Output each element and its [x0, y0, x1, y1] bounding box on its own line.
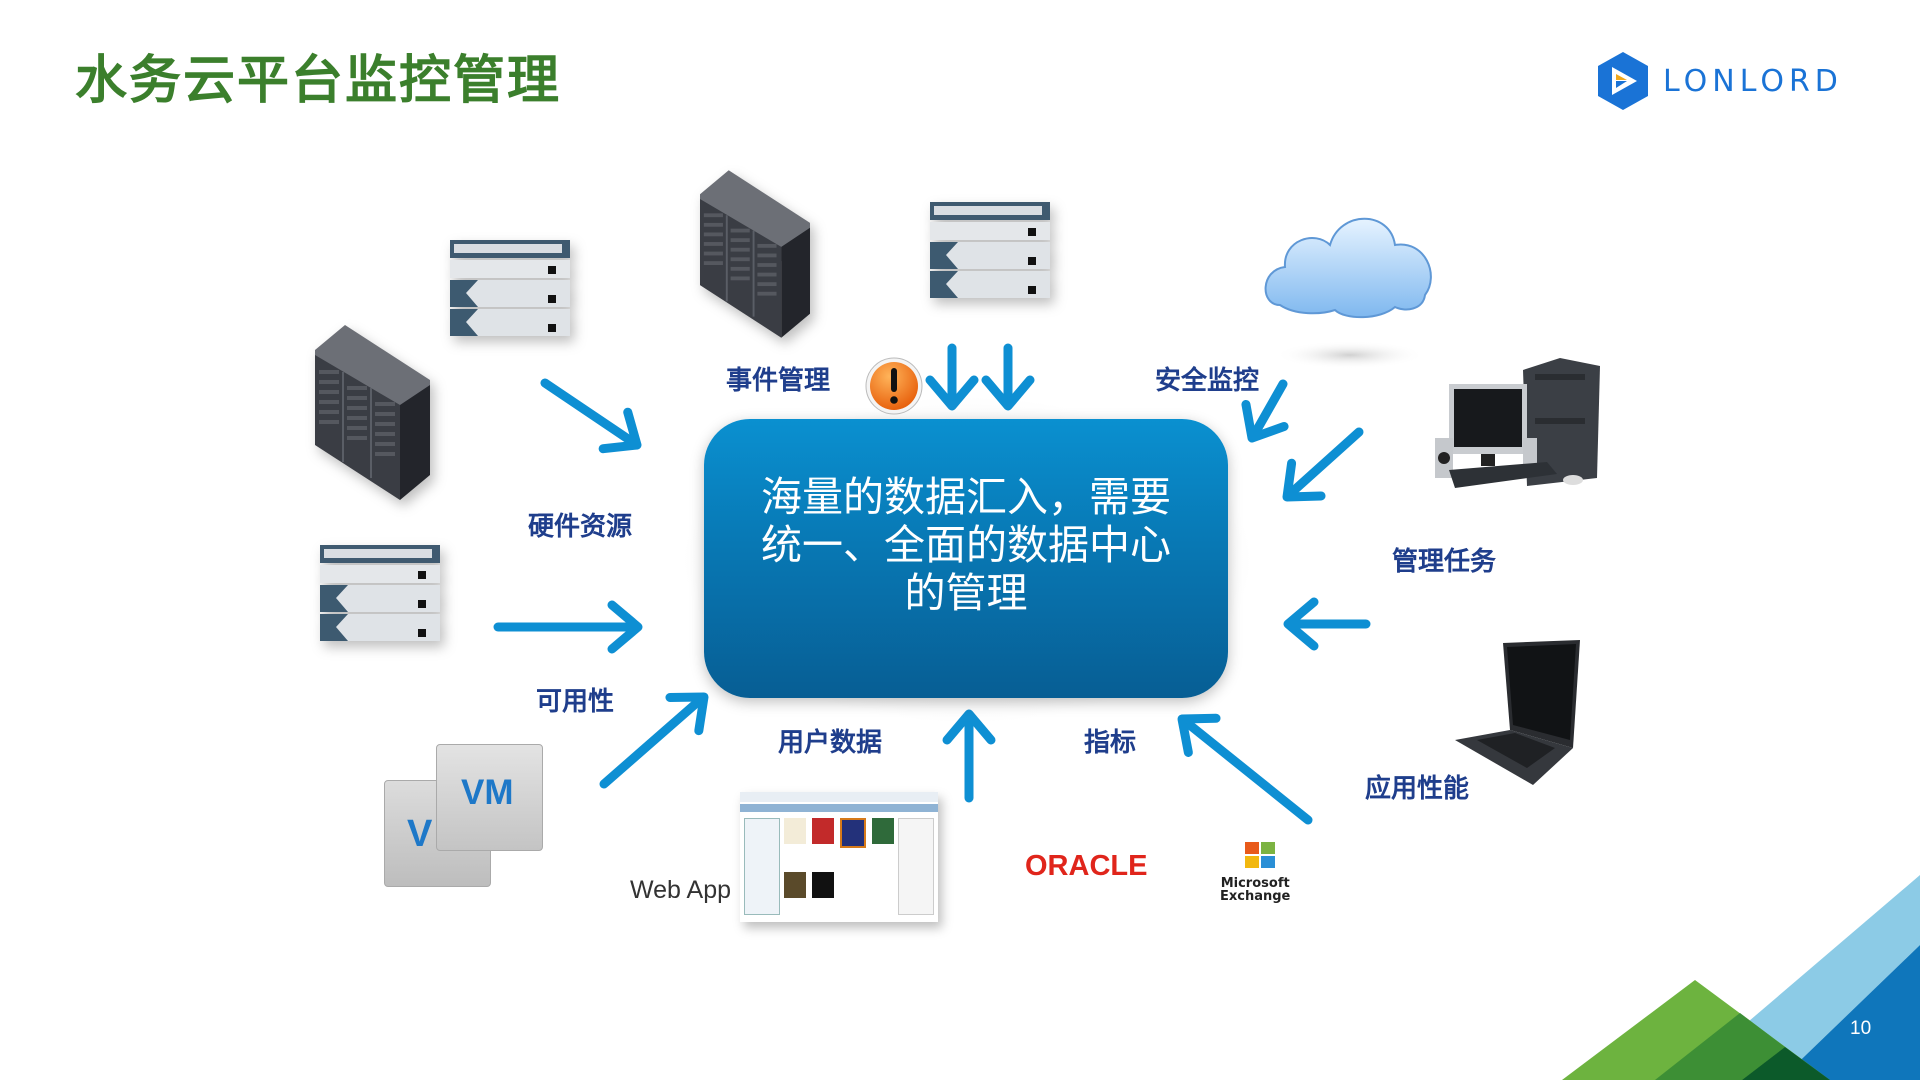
- arrow-event-1: [930, 343, 974, 406]
- exchange-logo-text: Microsoft Exchange: [1220, 877, 1290, 903]
- microsoft-office-icon: [1245, 842, 1275, 868]
- cloud-icon: [1264, 217, 1432, 369]
- desktop-computer-icon: [1435, 358, 1600, 488]
- arrow-hardware: [540, 378, 649, 463]
- router-stack-icon: [450, 240, 570, 336]
- arrow-event-2: [986, 343, 1030, 406]
- vm-front-text: VM: [461, 773, 514, 812]
- label-metrics: 指标: [1084, 728, 1137, 758]
- center-line-3: 的管理: [904, 568, 1028, 617]
- label-hardware-resources: 硬件资源: [528, 512, 633, 542]
- server-rack-icon: [700, 170, 810, 338]
- slide-title: 水务云平台监控管理: [75, 51, 562, 111]
- exchange-line-2: Exchange: [1220, 889, 1291, 904]
- arrow-vm: [599, 680, 718, 789]
- corner-decoration: [1562, 875, 1920, 1080]
- center-line-2: 统一、全面的数据中心: [761, 520, 1171, 569]
- exchange-line-1: Microsoft: [1220, 876, 1290, 891]
- arrow-tasks-desktop: [1272, 427, 1364, 513]
- vm-back-text: V: [407, 813, 433, 855]
- router-stack-icon: [930, 202, 1050, 298]
- center-message: 海量的数据汇入，需要 统一、全面的数据中心 的管理: [756, 473, 1176, 617]
- arrow-availability: [493, 605, 638, 649]
- web-app-screenshot: [740, 792, 938, 922]
- label-security-monitoring: 安全监控: [1155, 366, 1260, 396]
- label-availability: 可用性: [536, 687, 615, 717]
- logo-text: LONLORD: [1663, 63, 1843, 99]
- arrow-app-perf: [1168, 702, 1313, 825]
- router-stack-icon: [320, 545, 440, 641]
- alert-icon: [865, 357, 923, 415]
- arrow-security: [1233, 379, 1284, 449]
- label-user-data: 用户数据: [778, 728, 883, 758]
- web-app-label: Web App: [630, 876, 732, 904]
- data-center-box: 海量的数据汇入，需要 统一、全面的数据中心 的管理: [704, 419, 1228, 698]
- vm-icon: VM: [436, 744, 543, 851]
- page-number: 10: [1850, 1018, 1872, 1039]
- oracle-logo: ORACLE: [1025, 850, 1148, 882]
- lonlord-hexagon-play-icon: [1598, 52, 1648, 110]
- arrow-tasks: [1288, 602, 1371, 646]
- laptop-icon: [1455, 640, 1580, 785]
- label-app-performance: 应用性能: [1365, 774, 1470, 804]
- server-rack-icon: [315, 325, 430, 500]
- label-event-management: 事件管理: [726, 366, 831, 396]
- arrow-user-data: [947, 714, 991, 803]
- company-logo: LONLORD: [1595, 50, 1875, 112]
- center-line-1: 海量的数据汇入，需要: [761, 472, 1171, 521]
- label-management-tasks: 管理任务: [1392, 547, 1497, 577]
